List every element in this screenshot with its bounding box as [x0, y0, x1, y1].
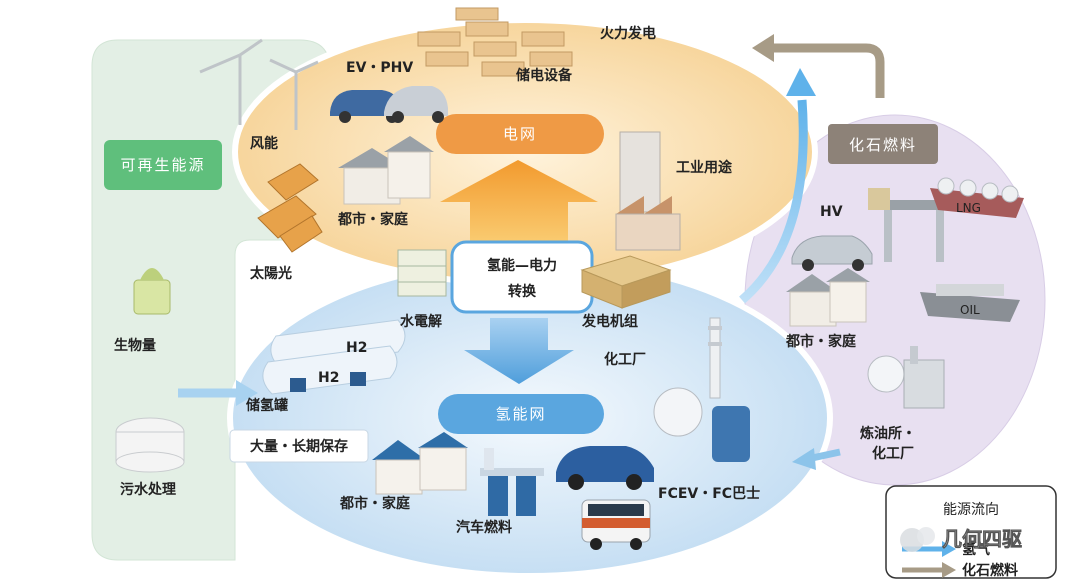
storage-label-bg: [229, 429, 369, 463]
sewage-icon: [115, 417, 185, 473]
label-generator-unit: 发电机组: [581, 313, 638, 330]
label-renewable: 可再生能源: [120, 156, 205, 174]
industrial-building-icon: [615, 131, 681, 251]
fcev-car-icon: [556, 446, 654, 490]
label-solar: 太陽光: [250, 265, 292, 282]
hydrogen-tank-icon: [262, 319, 406, 395]
label-ev-phv: EV・PHV: [346, 60, 413, 76]
label-hydrogen-tank: 储氢罐: [245, 397, 288, 414]
label-fcev: FCEV・FC巴士: [658, 485, 760, 502]
oil-tanker-icon: [920, 284, 1020, 322]
label-refinery-line1: 炼油所・: [860, 425, 916, 442]
label-wind-power: 风能: [250, 135, 278, 152]
label-conversion-line2: 转换: [508, 283, 537, 300]
label-vehicle-fuel: 汽车燃料: [456, 519, 512, 536]
solar-panel-icon: [257, 163, 323, 253]
storage-equipment-icon: [417, 7, 573, 77]
fossil-flow-arrowhead: [752, 34, 774, 62]
biomass-icon: [133, 268, 171, 315]
fossil-flow-arrow: [770, 43, 885, 98]
down-arrow: [464, 318, 574, 384]
fc-bus-icon: [581, 499, 651, 550]
label-chemical-plant: 化工厂: [604, 351, 646, 368]
label-storage-equipment: 储电设备: [515, 67, 573, 84]
hydrogen-label-bg: [438, 394, 604, 434]
grid-label-bg: [436, 114, 604, 154]
up-arrow: [440, 160, 598, 254]
label-hv: HV: [820, 204, 843, 220]
chemical-plant-icon: [653, 317, 750, 462]
house-icon-right: [786, 268, 870, 327]
label-lng: LNG: [956, 201, 981, 215]
lng-ship-icon: [930, 177, 1024, 218]
label-grid: 电网: [503, 125, 537, 143]
label-city-home-top: 都市・家庭: [337, 211, 409, 228]
label-city-home-bottom: 都市・家庭: [339, 495, 411, 512]
wind-turbine-icon: [199, 38, 319, 130]
gas-station-icon: [868, 188, 950, 262]
label-biomass: 生物量: [114, 337, 156, 354]
hv-car-icon: [791, 235, 873, 271]
hydrogen-flow-arc: [739, 99, 808, 304]
watermark: [900, 527, 935, 552]
label-conversion-line1: 氢能—电力: [487, 257, 557, 274]
house-icon-bottom: [372, 432, 468, 495]
electrolysis-icon: [397, 249, 447, 297]
label-industrial-use: 工业用途: [676, 159, 733, 176]
label-sewage: 污水处理: [120, 481, 176, 498]
label-oil: OIL: [960, 303, 980, 317]
label-h2-upper: H2: [346, 340, 367, 356]
label-thermal-power: 火力发电: [600, 25, 656, 42]
conversion-box-frame: [450, 240, 594, 314]
watermark-text: 几何四驱: [942, 527, 1022, 551]
fossil-label-bg: [828, 124, 938, 164]
label-h2-lower: H2: [318, 370, 339, 386]
legend-fossil-label: 化石燃料: [962, 562, 1018, 579]
renewable-label-bg: [104, 140, 222, 190]
fuel-station-icon: [480, 448, 544, 516]
legend-hydrogen-label: 氢气: [962, 541, 990, 558]
legend-title: 能源流向: [943, 502, 999, 518]
hydrogen-flow-lower: [811, 448, 841, 462]
label-hydrogen-grid: 氢能网: [495, 405, 546, 423]
label-fossil-fuel: 化石燃料: [849, 136, 917, 154]
house-icon-top: [338, 136, 434, 205]
hydrogen-flow-lower-head: [792, 448, 816, 470]
legend-box: [885, 485, 1057, 579]
label-electrolysis: 水電解: [400, 313, 442, 330]
hydrogen-flow-left-head: [236, 380, 258, 406]
label-city-home-right: 都市・家庭: [785, 333, 857, 350]
ev-car-icon: [330, 86, 448, 123]
legend-fossil-head: [942, 562, 956, 578]
label-refinery-line2: 化工厂: [872, 445, 914, 462]
label-long-term-storage: 大量・长期保存: [250, 438, 348, 455]
legend-hydrogen-head: [942, 541, 956, 557]
refinery-icon: [867, 346, 945, 409]
hydrogen-flow-arrowhead: [786, 68, 816, 96]
generator-unit-icon: [580, 255, 672, 309]
